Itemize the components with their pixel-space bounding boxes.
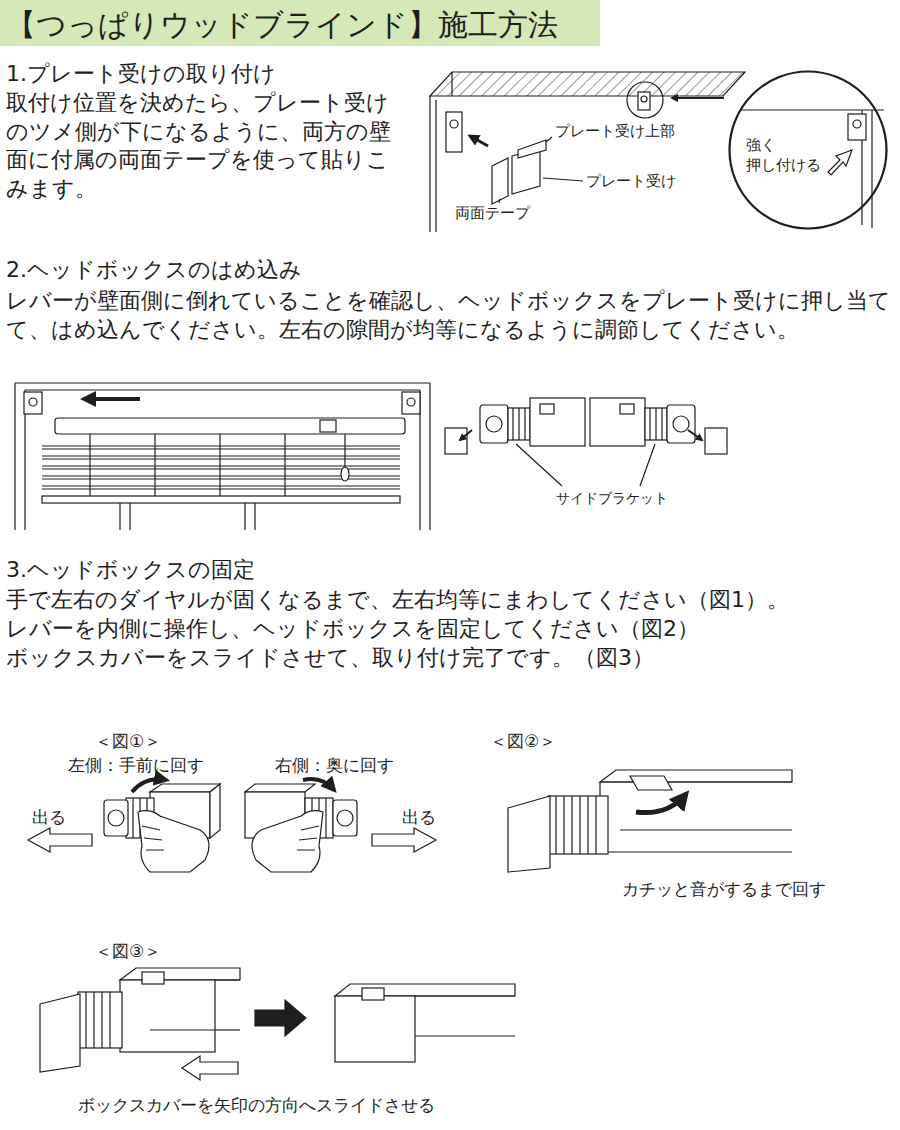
direction-note: 左側：手前に回す bbox=[68, 754, 204, 776]
figure-number: ＜図①＞ bbox=[95, 730, 161, 752]
figure-caption: カチッと音がするまで回す bbox=[622, 878, 826, 900]
part-name: プレート受け上部 bbox=[555, 122, 675, 142]
step-text: レバーを内側に操作し、ヘッドボックスを固定してください（図2） bbox=[6, 615, 699, 644]
step-heading: 1.プレート受けの取り付け bbox=[6, 60, 276, 89]
callout-text: 強く 押し付ける bbox=[746, 136, 826, 175]
page-title: 【つっぱりウッドブラインド】施工方法 bbox=[6, 5, 558, 44]
direction-note: 右側：奥に回す bbox=[275, 754, 394, 776]
direction-note: 出る bbox=[32, 806, 66, 828]
figure-caption: ボックスカバーを矢印の方向へスライドさせる bbox=[78, 1094, 435, 1116]
figure-number: ＜図②＞ bbox=[490, 730, 556, 752]
step-text: 手で左右のダイヤルが固くなるまで、左右均等にまわしてください（図1）。 bbox=[6, 586, 789, 615]
direction-note: 出る bbox=[402, 806, 436, 828]
part-name: プレート受け bbox=[586, 172, 676, 192]
step-text: レバーが壁面側に倒れていることを確認し、ヘッドボックスをプレート受けに押し当てて… bbox=[6, 287, 894, 344]
step-text: 取付け位置を決めたら、プレート受けのツメ側が下になるように、両方の壁面に付属の両… bbox=[6, 89, 411, 203]
part-name: サイドブラケット bbox=[556, 489, 668, 507]
step-heading: 2.ヘッドボックスのはめ込み bbox=[6, 256, 302, 285]
callout-circle: 強く 押し付ける bbox=[728, 70, 888, 230]
step-heading: 3.ヘッドボックスの固定 bbox=[6, 556, 255, 585]
step-text: ボックスカバーをスライドさせて、取り付け完了です。（図3） bbox=[6, 644, 654, 673]
figure-number: ＜図③＞ bbox=[95, 940, 161, 962]
part-name: 両面テープ bbox=[455, 204, 530, 224]
